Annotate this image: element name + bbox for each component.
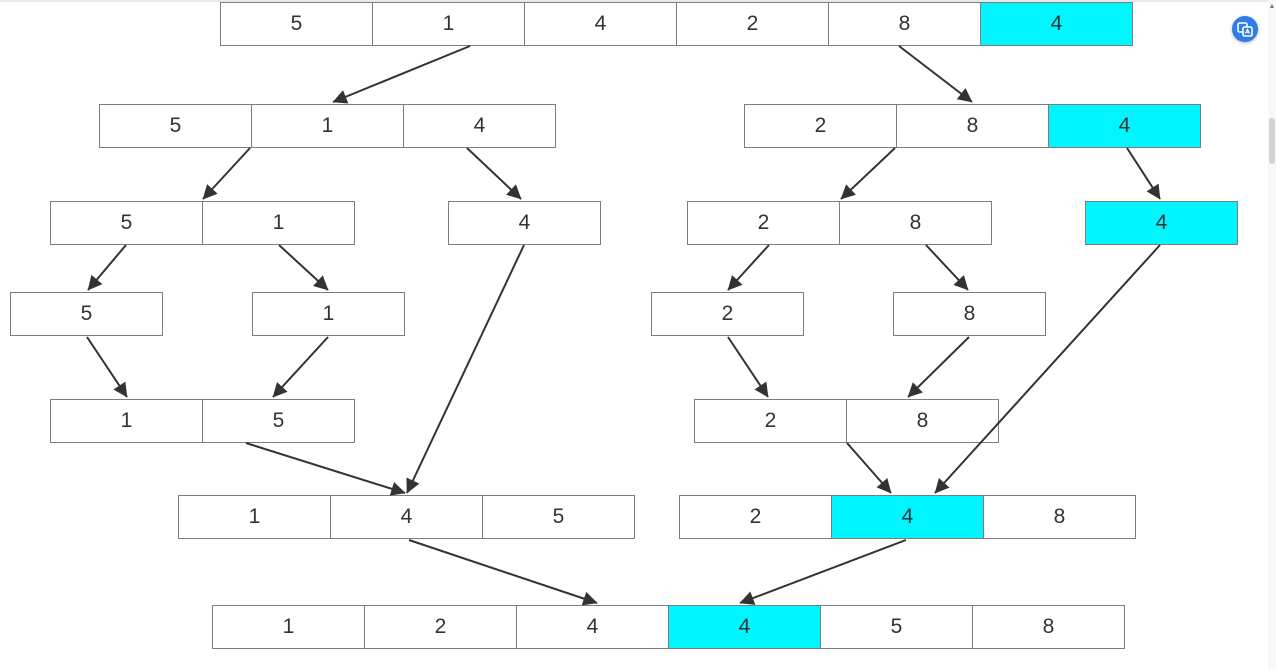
translate-icon: [1237, 22, 1253, 37]
array-cell: 5: [482, 495, 635, 539]
arrow: [245, 442, 406, 496]
left-pair: 5 1: [50, 201, 355, 245]
array-cell: 2: [694, 399, 847, 443]
right-pair: 2 8: [687, 201, 992, 245]
arrow: [278, 244, 329, 291]
array-cell: 2: [676, 2, 829, 46]
array-cell: 2: [364, 605, 517, 649]
array-cell: 5: [99, 104, 252, 148]
top-array: 5 1 4 2 8 4: [220, 2, 1133, 46]
arrow: [739, 539, 907, 605]
array-cell: 1: [178, 495, 331, 539]
array-cell: 8: [893, 292, 1046, 336]
array-cell: 5: [220, 2, 373, 46]
array-cell: 2: [744, 104, 897, 148]
merged-left-pair: 1 5: [50, 399, 355, 443]
arrow: [406, 244, 525, 494]
right-single: 4: [1085, 201, 1238, 245]
arrow: [934, 244, 1161, 494]
leaf-8: 8: [893, 292, 1046, 336]
arrow: [727, 244, 770, 291]
array-cell-highlighted: 4: [1048, 104, 1201, 148]
array-cell: 8: [896, 104, 1049, 148]
merged-right: 2 4 8: [679, 495, 1136, 539]
arrow: [1126, 147, 1161, 200]
scrollbar-thumb[interactable]: [1269, 118, 1275, 164]
array-cell: 5: [820, 605, 973, 649]
array-cell: 4: [516, 605, 669, 649]
arrow: [86, 336, 128, 398]
array-cell: 1: [202, 201, 355, 245]
array-cell: 5: [50, 201, 203, 245]
right-split: 2 8 4: [744, 104, 1201, 148]
arrow: [846, 442, 892, 494]
floating-action-button[interactable]: [1232, 16, 1258, 42]
arrow: [898, 45, 973, 103]
top-border: [0, 0, 1276, 2]
array-cell: 4: [448, 201, 601, 245]
array-cell: 5: [202, 399, 355, 443]
arrow: [332, 45, 471, 104]
result-array: 1 2 4 4 5 8: [212, 605, 1125, 649]
array-cell: 1: [372, 2, 525, 46]
array-cell: 1: [212, 605, 365, 649]
arrow: [727, 336, 769, 398]
arrow: [466, 147, 522, 200]
merged-left: 1 4 5: [178, 495, 635, 539]
array-cell-highlighted: 4: [980, 2, 1133, 46]
left-split: 5 1 4: [99, 104, 556, 148]
leaf-2: 2: [651, 292, 804, 336]
array-cell: 2: [687, 201, 840, 245]
array-cell: 4: [524, 2, 677, 46]
arrow: [272, 336, 329, 398]
array-cell: 1: [50, 399, 203, 443]
array-cell: 4: [330, 495, 483, 539]
array-cell: 8: [972, 605, 1125, 649]
arrow: [925, 244, 969, 291]
array-cell: 8: [839, 201, 992, 245]
array-cell: 8: [828, 2, 981, 46]
array-cell: 8: [983, 495, 1136, 539]
arrow: [408, 539, 598, 606]
array-cell: 1: [251, 104, 404, 148]
leaf-5: 5: [10, 292, 163, 336]
vertical-scrollbar[interactable]: ▲: [1268, 0, 1276, 669]
merged-right-pair: 2 8: [694, 399, 999, 443]
arrow: [87, 244, 127, 291]
array-cell: 2: [679, 495, 832, 539]
scroll-up-icon[interactable]: ▲: [1268, 3, 1276, 10]
array-cell-highlighted: 4: [831, 495, 984, 539]
array-cell: 2: [651, 292, 804, 336]
array-cell: 8: [846, 399, 999, 443]
left-single: 4: [448, 201, 601, 245]
arrow: [907, 336, 970, 398]
array-cell: 5: [10, 292, 163, 336]
array-cell: 4: [403, 104, 556, 148]
array-cell-highlighted: 4: [1085, 201, 1238, 245]
array-cell-highlighted: 4: [668, 605, 821, 649]
array-cell: 1: [252, 292, 405, 336]
arrow: [840, 147, 896, 200]
arrow: [202, 147, 251, 200]
leaf-1: 1: [252, 292, 405, 336]
